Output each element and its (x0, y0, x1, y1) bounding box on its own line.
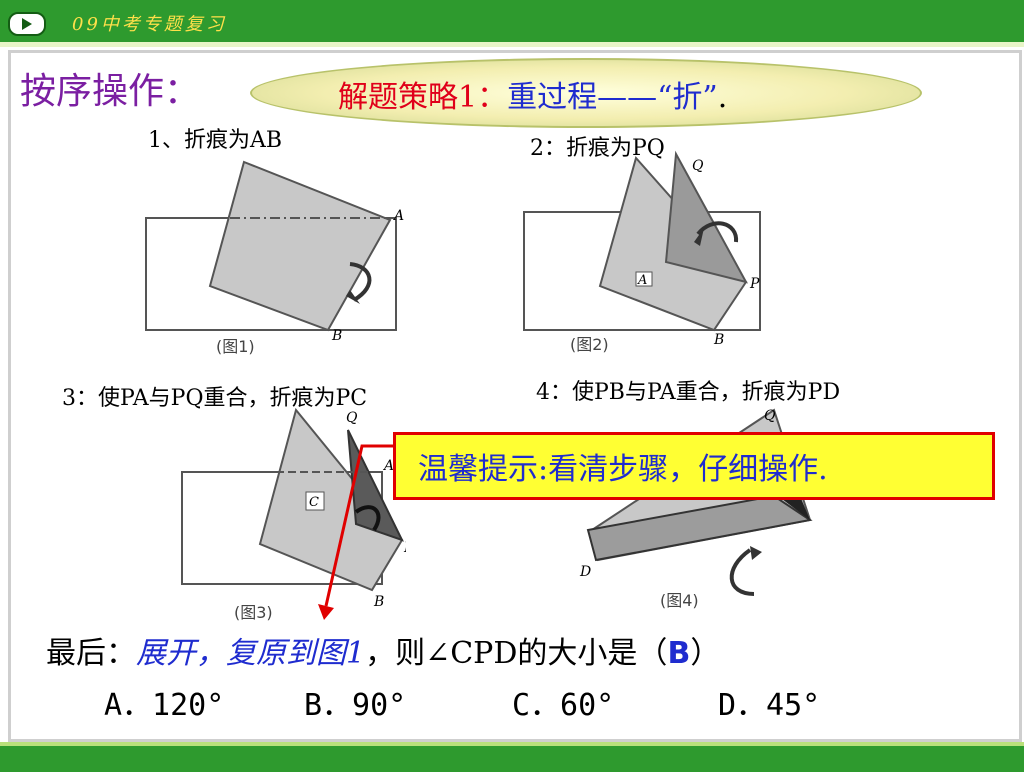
fig3-corner-mark (305, 491, 325, 511)
fig3-label-q: Q (346, 410, 358, 426)
fig4-label-q: Q (764, 408, 776, 424)
fig2-label-b: B (713, 332, 724, 348)
pointer-arrow-head (318, 604, 334, 620)
tip-box (393, 432, 995, 500)
figure-2: Q A P B (图2) (523, 150, 761, 354)
final-suffix: ） (690, 636, 721, 671)
fig4-caption: (图4) (660, 591, 699, 610)
option-a[interactable]: A．120° (104, 688, 225, 723)
fig2-folded-flap (664, 150, 748, 284)
figure-1: A B (图1) (145, 160, 404, 356)
tip-text: 温馨提示:看清步骤，仔细操作. (418, 452, 828, 487)
fig1-label-a: A (392, 208, 404, 224)
strategy-text: 解题策略1：重过程——“折”. (338, 72, 727, 116)
play-icon[interactable] (8, 12, 46, 36)
fig1-label-b: B (331, 328, 342, 344)
slide-frame (8, 50, 1022, 742)
fig3-dark-flap (347, 429, 404, 542)
step-2: 2：折痕为PQ (530, 136, 665, 161)
step-4: 4：使PB与PA重合，折痕为PD (536, 380, 841, 405)
fig1-caption: (图1) (216, 337, 255, 356)
final-answer: B (667, 636, 691, 671)
fig1-arrow-head (346, 290, 360, 304)
fig3-label-a: A (382, 458, 394, 474)
fig2-fold-arrow (696, 221, 739, 243)
fig4-dark-corner (778, 496, 810, 520)
fig2-label-a: A (637, 273, 647, 288)
bottom-bar (0, 742, 1024, 772)
strategy-period: . (717, 80, 728, 115)
top-stripe (0, 42, 1024, 47)
final-prefix: 最后： (46, 636, 136, 671)
final-action: 展开，复原到图1 (136, 636, 366, 671)
pointer-arrow-line (324, 444, 393, 607)
fig3-label-p: P (403, 540, 406, 556)
option-c[interactable]: C．60° (512, 688, 615, 723)
fig1-fold-arrow (349, 262, 372, 302)
fig2-label-q: Q (692, 158, 704, 174)
fig4-arrow-head (750, 546, 762, 560)
final-question: 最后：展开，复原到图1，则∠CPD的大小是（B） (46, 628, 720, 672)
step-1: 1、折痕为AB (148, 128, 283, 153)
fig3-fold-arrow (354, 505, 381, 532)
figure-3: Q A C P B (图3) (181, 407, 406, 622)
fig2-label-p: P (749, 276, 760, 292)
fig3-label-b: B (373, 594, 384, 610)
step-3: 3：使PA与PQ重合，折痕为PC (62, 386, 368, 411)
page-title: 按序操作： (20, 71, 201, 112)
strategy-label: 解题策略1： (338, 80, 508, 115)
course-title: 09中考专题复习 (72, 14, 227, 35)
fig2-caption: (图2) (570, 335, 609, 354)
fig4-label-d: D (579, 564, 591, 580)
final-question-text: ，则∠CPD的大小是（ (365, 636, 668, 671)
fig3-label-c: C (309, 495, 319, 510)
fig2-corner-mark (635, 271, 653, 287)
fig1-folded-paper (208, 160, 392, 332)
fig3-caption: (图3) (234, 603, 273, 622)
option-d[interactable]: D．45° (718, 688, 821, 723)
fig2-arrow-head (694, 228, 704, 246)
option-b[interactable]: B．90° (304, 688, 407, 723)
strategy-ellipse (250, 58, 922, 128)
fig4-fold-arrow (729, 548, 755, 596)
strategy-method: 重过程——“折” (507, 80, 718, 115)
